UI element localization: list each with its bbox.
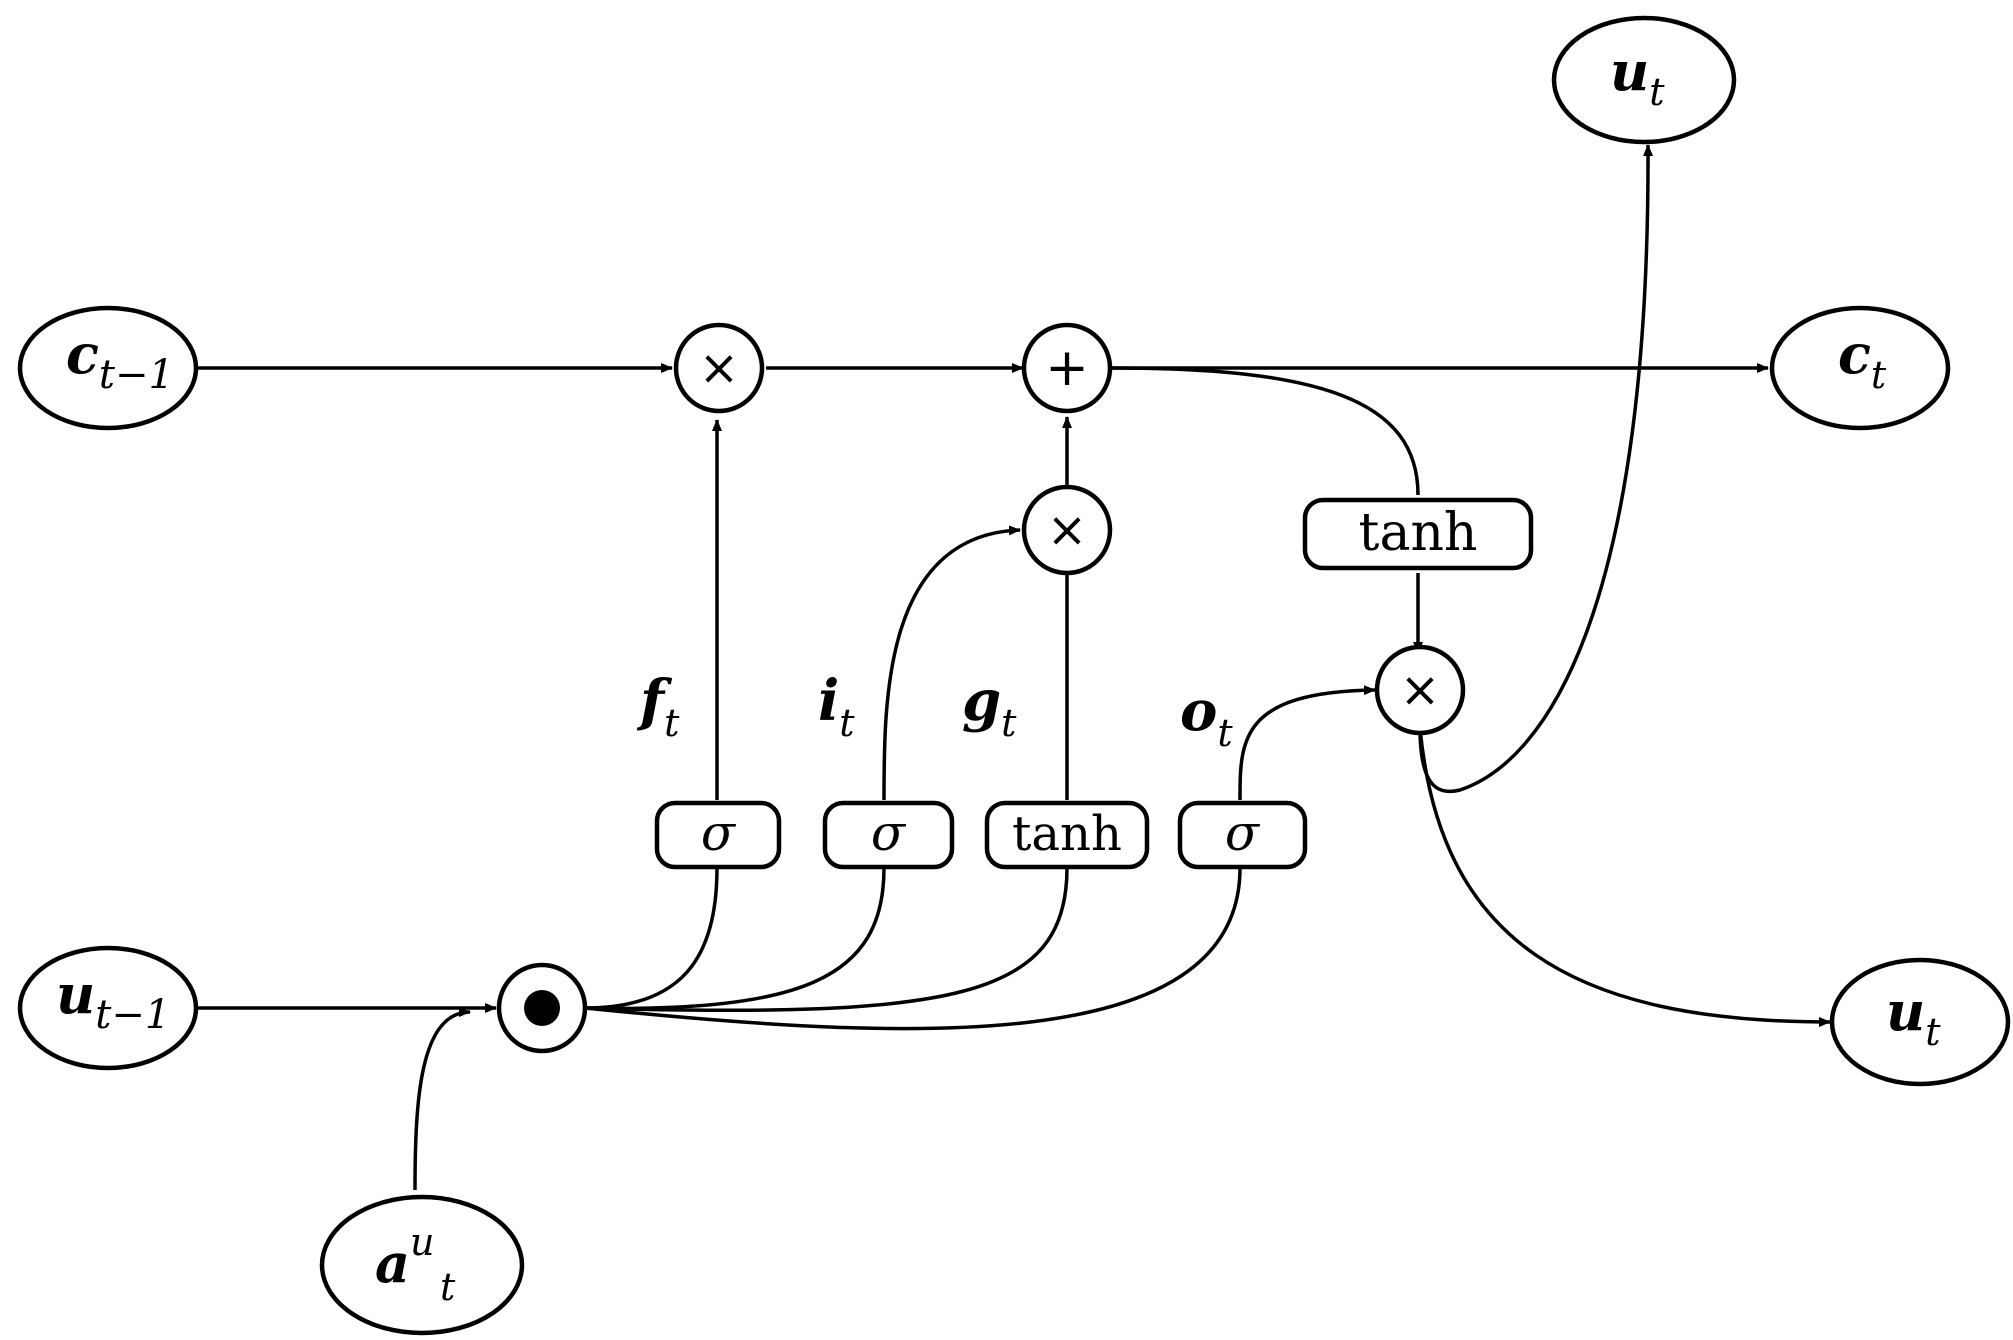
node-c-next-shape	[1769, 305, 1951, 431]
forget-multiply-circle	[673, 322, 765, 414]
svg-text:ut−1: ut−1	[56, 962, 170, 1038]
gate-label-i-sub: t	[839, 701, 855, 745]
gate-label-i: it	[818, 668, 855, 745]
node-u-out-top-main: u	[1610, 39, 1649, 103]
sigma-forget-box: σ	[654, 800, 782, 870]
sigma-output-box: σ	[1177, 800, 1308, 870]
node-c-next: ct	[1769, 305, 1951, 431]
input-multiply-symbol: ×	[1047, 502, 1087, 558]
gate-label-o-main: o	[1180, 678, 1217, 744]
node-c-prev-main: c	[66, 322, 99, 386]
node-u-prev-main: u	[56, 962, 95, 1026]
node-u-prev-shape	[17, 945, 199, 1071]
node-u-out-top: ut	[1551, 15, 1737, 145]
connections	[198, 144, 1831, 1191]
node-c-next-main: c	[1838, 322, 1871, 386]
node-u-out-right: ut	[1829, 957, 2011, 1087]
tanh-cell-box: tanh	[1302, 497, 1534, 571]
gate-label-o-sub: t	[1217, 711, 1233, 755]
edge-output-gate	[1238, 685, 1376, 801]
elementwise-dot-fill	[524, 990, 560, 1026]
edge-a-to-dot	[413, 1007, 471, 1191]
sigma-input-rect	[822, 800, 955, 870]
node-c-next-sub: t	[1871, 353, 1887, 397]
gate-label-f-sub: t	[664, 701, 680, 745]
svg-text:ct−1: ct−1	[66, 322, 174, 398]
node-a-input-main: a	[375, 1231, 410, 1295]
sigma-forget-label: σ	[701, 804, 737, 862]
tanh-candidate-label: tanh	[1012, 806, 1122, 862]
edge-input-gate	[882, 525, 1021, 801]
node-u-prev-sub: t−1	[95, 992, 170, 1038]
node-u-prev: ut−1	[17, 945, 199, 1071]
sigma-input-label: σ	[871, 804, 907, 862]
svg-text:ut: ut	[1886, 979, 1941, 1054]
add-node-symbol: +	[1045, 338, 1089, 398]
edge-add-to-cell-tanh	[1111, 366, 1420, 496]
gate-label-f: ft	[636, 668, 680, 745]
sigma-forget-rect	[654, 800, 782, 870]
edge-dot-to-sigma-o	[584, 867, 1242, 1031]
tanh-candidate-rect	[984, 800, 1150, 870]
edge-dot-to-sigma-i	[584, 867, 886, 1011]
edge-to-u-right	[1418, 727, 1831, 1027]
output-multiply-circle	[1374, 644, 1466, 736]
node-c-prev-sub: t−1	[99, 352, 174, 398]
edge-dot-to-tanh-g	[584, 867, 1069, 1013]
forget-multiply-symbol: ×	[699, 340, 739, 396]
edge-to-u-top	[1418, 144, 1654, 794]
gate-label-g: gt	[962, 668, 1017, 745]
tanh-cell-label: tanh	[1359, 503, 1478, 563]
node-a-input-sub: t	[440, 1265, 456, 1309]
gate-label-o: ot	[1180, 678, 1233, 755]
sigma-output-rect	[1177, 800, 1308, 870]
svg-text:ut: ut	[1610, 39, 1665, 114]
output-multiply: ×	[1374, 644, 1466, 736]
node-u-out-right-shape	[1829, 957, 2011, 1087]
node-u-out-top-shape	[1551, 15, 1737, 145]
output-multiply-symbol: ×	[1400, 662, 1440, 718]
edge-dot-to-sigma-f	[584, 867, 719, 1010]
sigma-output-label: σ	[1225, 804, 1261, 862]
add-node: +	[1021, 322, 1113, 414]
node-c-prev-shape	[17, 305, 199, 431]
forget-multiply: ×	[673, 322, 765, 414]
node-u-out-top-sub: t	[1649, 70, 1665, 114]
node-a-input-shape	[319, 1194, 525, 1336]
node-a-input-sup: u	[410, 1220, 434, 1264]
input-multiply-circle	[1021, 484, 1113, 576]
add-node-circle	[1021, 322, 1113, 414]
input-multiply: ×	[1021, 484, 1113, 576]
node-u-out-right-sub: t	[1925, 1010, 1941, 1054]
gate-label-i-main: i	[818, 668, 839, 734]
gate-label-g-main: g	[962, 668, 1001, 734]
node-u-out-right-main: u	[1886, 979, 1925, 1043]
sigma-input-box: σ	[822, 800, 955, 870]
tanh-cell-rect	[1302, 497, 1534, 571]
svg-text:ct: ct	[1838, 322, 1887, 397]
node-a-input: a u t	[319, 1194, 525, 1336]
gate-label-g-sub: t	[1001, 701, 1017, 745]
node-c-prev: ct−1	[17, 305, 199, 431]
elementwise-dot	[496, 962, 588, 1054]
tanh-candidate-box: tanh	[984, 800, 1150, 870]
